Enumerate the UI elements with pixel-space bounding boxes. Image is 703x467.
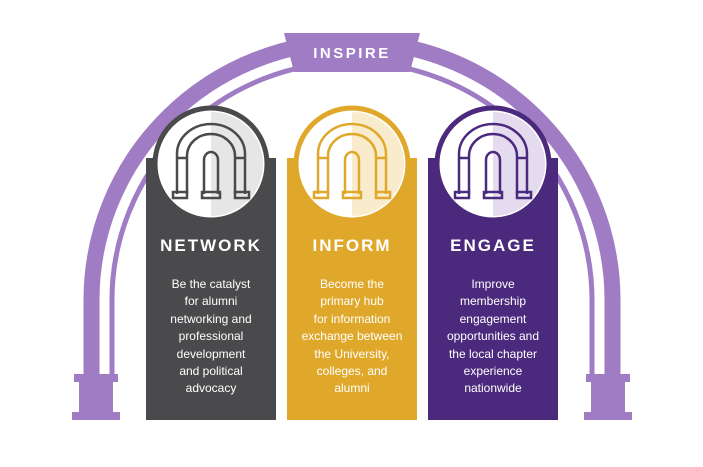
desc-line: nationwide xyxy=(464,381,522,396)
desc-line: Be the catalyst xyxy=(171,277,251,291)
left-base-foot xyxy=(72,412,120,420)
desc-line: the University, xyxy=(314,346,390,361)
engage-title: ENGAGE xyxy=(450,236,536,255)
inform-title: INFORM xyxy=(312,236,392,255)
desc-line: professional xyxy=(178,329,244,344)
desc-line: Become the xyxy=(319,277,385,291)
desc-line: development xyxy=(176,346,246,361)
right-base xyxy=(591,382,625,412)
desc-line: exchange between xyxy=(301,329,403,344)
network-title: NETWORK xyxy=(160,236,262,255)
right-base-foot xyxy=(584,412,632,420)
network-arch-icon xyxy=(152,105,270,223)
inform-arch-icon xyxy=(293,105,411,223)
inspire-banner xyxy=(284,33,420,72)
network-description: Be the catalyst for alumni networking an… xyxy=(150,276,272,398)
desc-line: for information xyxy=(313,311,391,326)
desc-line: membership xyxy=(459,294,527,309)
desc-line: primary hub xyxy=(320,294,384,309)
desc-line: networking and xyxy=(170,311,252,326)
banner-label: INSPIRE xyxy=(313,44,391,62)
network-pillar: NETWORK Be the catalyst for alumni netwo… xyxy=(146,158,276,420)
desc-line: experience xyxy=(463,364,523,379)
desc-line: for alumni xyxy=(184,294,238,309)
desc-line: colleges, and xyxy=(316,364,388,379)
desc-line: Improve xyxy=(471,277,515,291)
desc-line: alumni xyxy=(334,381,370,396)
desc-line: opportunities and xyxy=(446,329,540,344)
left-base-cap xyxy=(74,374,118,382)
right-base-cap xyxy=(586,374,630,382)
desc-line: the local chapter xyxy=(448,346,538,361)
left-base xyxy=(79,382,113,412)
desc-line: advocacy xyxy=(185,381,237,396)
inform-description: Become the primary hub for information e… xyxy=(291,276,413,398)
engage-arch-icon xyxy=(434,105,552,223)
engage-description: Improve membership engagement opportunit… xyxy=(432,276,554,398)
desc-line: and political xyxy=(179,364,243,379)
desc-line: engagement xyxy=(459,311,527,326)
inform-pillar: INFORM Become the primary hub for inform… xyxy=(287,158,417,420)
engage-pillar: ENGAGE Improve membership engagement opp… xyxy=(428,158,558,420)
